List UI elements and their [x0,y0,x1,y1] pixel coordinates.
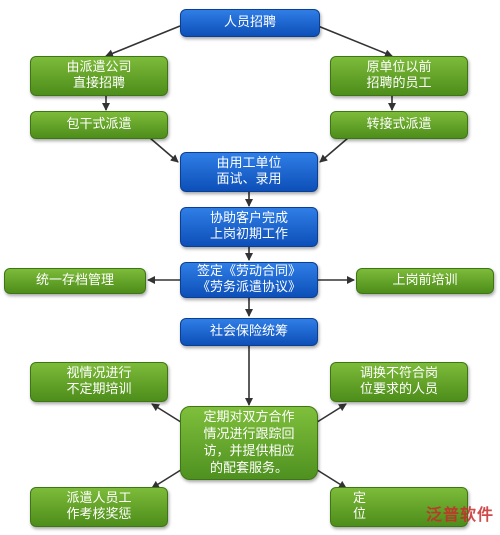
interview-hire-node: 由用工单位 面试、录用 [180,152,318,192]
arrow-followup-to-assessment [151,467,185,489]
replace-unfit-staff-node: 调换不符合岗 位要求的人员 [330,362,468,402]
dispatch-company-recruit-node: 由派遣公司 直接招聘 [30,56,168,96]
arrow-transfer-to-interview [319,137,349,163]
arrow-full-to-interview [149,137,179,163]
watermark-logo: 泛普软件 [425,505,494,524]
full-dispatch-node: 包干式派遣 [30,111,168,139]
regular-followup-node: 定期对双方合作 情况进行跟踪回 访，并提供相应 的配套服务。 [180,406,318,480]
arrow-recruit-to-dispatch [105,25,181,58]
report-node: 定 位 [330,487,468,527]
recruitment-node: 人员招聘 [180,9,320,37]
onboarding-assist-node: 协助客户完成 上岗初期工作 [180,207,318,247]
sign-contracts-node: 签定《劳动合同》 《劳务派遣协议》 [180,262,318,298]
archive-management-node: 统一存档管理 [4,268,146,294]
social-insurance-node: 社会保险统筹 [180,318,318,346]
assessment-rewards-node: 派遣人员工 作考核奖惩 [30,487,168,527]
transfer-dispatch-node: 转接式派遣 [330,111,468,139]
arrow-followup-to-report [313,467,347,489]
former-employees-node: 原单位以前 招聘的员工 [330,56,468,96]
pre-job-training-node: 上岗前培训 [356,268,494,294]
arrow-followup-to-irregular [151,403,185,425]
arrow-followup-to-replace [313,403,347,425]
irregular-training-node: 视情况进行 不定期培训 [30,362,168,402]
arrow-recruit-to-former [317,25,393,58]
